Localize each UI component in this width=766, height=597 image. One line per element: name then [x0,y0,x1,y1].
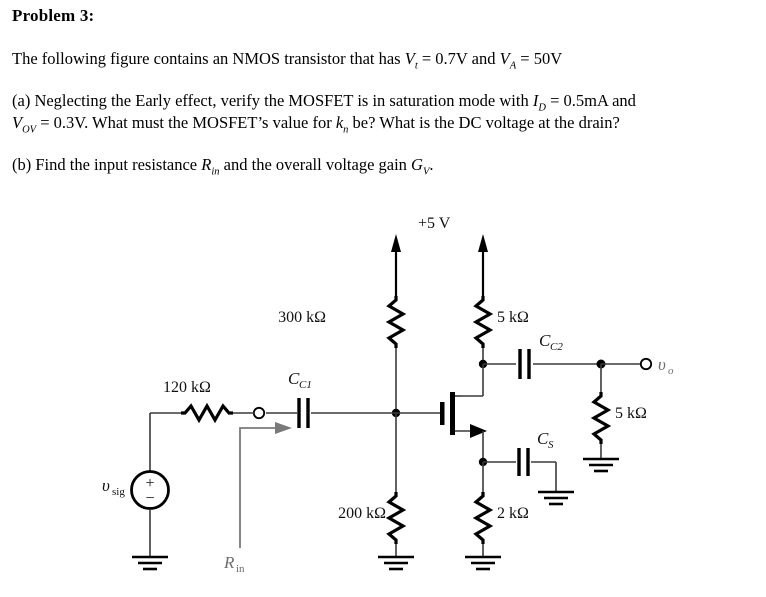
part-b-line: (b) Find the input resistance Rin and th… [12,154,752,183]
vov-symbol: V [12,113,23,132]
vt-subscript: t [414,60,418,72]
ground-load [583,457,619,473]
kn-subscript: n [343,124,349,136]
part-b-text-3: . [429,155,434,174]
rin-annotation-label: R [223,553,235,572]
part-a-text-2: = 0.3V. What must the MOSFET’s value for [36,113,336,132]
mosfet-source-arrow [470,424,487,438]
resistor-5k-load-label: 5 kΩ [615,405,647,422]
capacitor-cs-subscript: S [548,439,554,451]
resistor-300k [385,296,407,413]
output-label: υ [658,355,666,374]
signal-source: + − [130,470,170,510]
va-value: = 50V [516,49,563,68]
vt-symbol: V [404,49,415,68]
capacitor-cc1 [266,398,396,428]
source-plus-sign: + [145,475,154,492]
resistor-2k-label: 2 kΩ [497,505,529,522]
capacitor-cs-label: C [537,429,549,448]
gv-symbol: G [411,155,423,174]
page-title: Problem 3: [12,6,95,25]
resistor-300k-label: 300 kΩ [278,309,326,326]
intro-text: The following figure contains an NMOS tr… [12,49,405,68]
circuit-diagram: +5 V 300 kΩ 200 kΩ [102,215,674,575]
capacitor-cs [483,448,557,492]
capacitor-cc1-label: C [288,369,300,388]
part-a-text-1: (a) Neglecting the Early effect, verify … [12,91,533,110]
capacitor-cc1-subscript: C1 [299,379,312,391]
capacitor-cc2-label: C [539,331,551,350]
rin-annotation-subscript: in [236,563,245,575]
id-subscript: D [538,102,546,114]
vt-value: = 0.7V and [417,49,500,68]
part-a-line-2: VOV = 0.3V. What must the MOSFET’s value… [12,112,752,141]
source-minus-sign: − [145,490,154,507]
id-value: = 0.5mA and [545,91,636,110]
output-terminal[interactable] [639,357,653,371]
mosfet-gate-plate [440,402,445,425]
resistor-5k-drain-label: 5 kΩ [497,309,529,326]
rin-symbol: R [201,155,212,174]
va-subscript: A [509,60,517,72]
kn-symbol: k [335,113,344,132]
part-a-text-3: be? What is the DC voltage at the drain? [348,113,620,132]
mosfet-channel-bar [450,392,455,435]
vov-subscript: OV [22,124,37,136]
id-symbol: I [532,91,539,110]
nmos-transistor [396,392,487,462]
part-b-text-2: and the overall voltage gain [219,155,412,174]
part-b-text-1: (b) Find the input resistance [12,155,202,174]
capacitor-cc2 [483,349,601,379]
supply-arrow-left [391,234,401,296]
resistor-5k-load [590,364,612,459]
resistor-2k-source [472,462,494,557]
rin-annotation [239,422,292,548]
output-label-subscript: o [668,365,674,377]
rin-subscript: in [211,166,220,178]
resistor-200k-label: 200 kΩ [338,505,386,522]
gv-subscript: V [422,166,430,178]
ground-source-resistor [465,555,501,571]
source-label: υ [102,476,110,495]
intro-line: The following figure contains an NMOS tr… [12,48,752,77]
supply-arrow-right [478,234,488,296]
va-symbol: V [499,49,510,68]
ground-gate-divider [378,555,414,571]
ground-cs [538,490,574,506]
resistor-120k [150,402,254,424]
input-terminal[interactable] [252,406,266,420]
ground-signal-source [132,555,168,571]
resistor-5k-drain [472,296,494,364]
source-label-subscript: sig [112,486,125,498]
resistor-120k-label: 120 kΩ [163,379,211,396]
part-a-line-1: (a) Neglecting the Early effect, verify … [12,90,752,119]
capacitor-cc2-subscript: C2 [550,341,563,353]
resistor-200k [385,413,407,557]
supply-rail-label: +5 V [418,215,451,232]
